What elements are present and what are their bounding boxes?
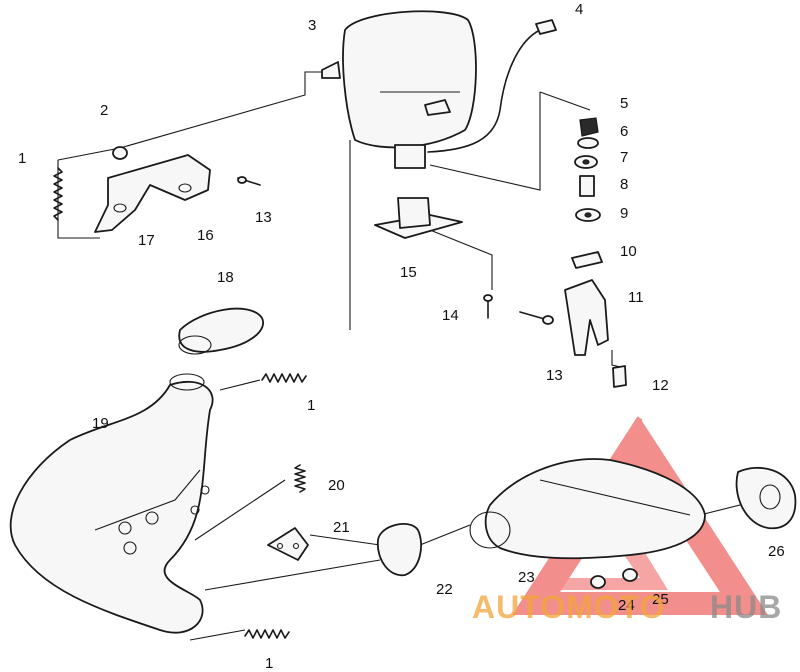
callout-5: 5 — [620, 95, 628, 112]
bolt-part-12 — [612, 365, 627, 388]
callout-14: 14 — [442, 307, 459, 324]
spring-part-20 — [294, 464, 306, 493]
callout-20: 20 — [328, 477, 345, 494]
callout-2: 2 — [100, 102, 108, 119]
washer-part-7 — [574, 155, 598, 169]
washer-part-25 — [622, 568, 638, 582]
callout-17: 17 — [138, 232, 155, 249]
callout-12: 12 — [652, 377, 669, 394]
callout-11: 11 — [628, 289, 644, 306]
callout-26: 26 — [768, 543, 785, 560]
callout-6: 6 — [620, 123, 628, 140]
spacer-part-8 — [579, 175, 595, 197]
mount-plate-part-15 — [374, 197, 463, 239]
nut-part-24 — [590, 575, 606, 589]
bolt-part-13-top — [237, 176, 261, 186]
callout-24: 24 — [618, 597, 635, 614]
callout-3: 3 — [308, 17, 316, 34]
washer-part-9 — [575, 208, 601, 222]
callout-19: 19 — [92, 415, 109, 432]
callout-7: 7 — [620, 149, 628, 166]
coupler-part-18 — [178, 307, 265, 355]
callout-13-right: 13 — [546, 367, 563, 384]
gasket-part-22 — [377, 523, 422, 577]
callout-15: 15 — [400, 264, 417, 281]
callout-1-middle: 1 — [307, 397, 315, 414]
nut-part-5 — [579, 117, 599, 137]
silencer-part-3 — [321, 10, 477, 169]
spring-part-1-middle — [261, 373, 307, 383]
callout-16: 16 — [197, 227, 214, 244]
grommet-part-2 — [112, 146, 128, 160]
callout-4: 4 — [575, 1, 583, 18]
callout-1-bottom: 1 — [265, 655, 273, 672]
bracket-part-16-17 — [94, 154, 211, 233]
stud-part-14 — [483, 294, 493, 319]
flange-gasket-part-26 — [735, 467, 797, 530]
spring-part-1-bottom — [244, 629, 290, 639]
expansion-chamber-part-19 — [9, 373, 214, 634]
bolt-part-13-right — [519, 311, 554, 325]
callout-9: 9 — [620, 205, 628, 222]
washer-part-6 — [577, 137, 599, 149]
watermark-text: AUTOMOTO HUB — [472, 589, 782, 625]
watermark-text-automoto: AUTOMOTO — [472, 589, 665, 625]
bracket-part-11 — [564, 279, 609, 356]
muffler-part-23 — [469, 458, 706, 560]
bracket-part-21 — [267, 527, 309, 561]
watermark-text-hub: HUB — [710, 589, 782, 625]
callout-22: 22 — [436, 581, 453, 598]
spring-part-1-top-left — [53, 167, 63, 221]
callout-18: 18 — [217, 269, 234, 286]
sensor-wire-part-4 — [427, 19, 557, 153]
callout-13-top: 13 — [255, 209, 272, 226]
callout-25: 25 — [652, 591, 669, 608]
plate-part-10 — [571, 251, 603, 269]
callout-1-top: 1 — [18, 150, 26, 167]
callout-10: 10 — [620, 243, 637, 260]
callout-8: 8 — [620, 176, 628, 193]
callout-21: 21 — [333, 519, 350, 536]
callout-labels: 1 2 3 4 5 6 7 8 9 10 11 12 13 13 14 15 1… — [18, 1, 785, 672]
callout-23: 23 — [518, 569, 535, 586]
